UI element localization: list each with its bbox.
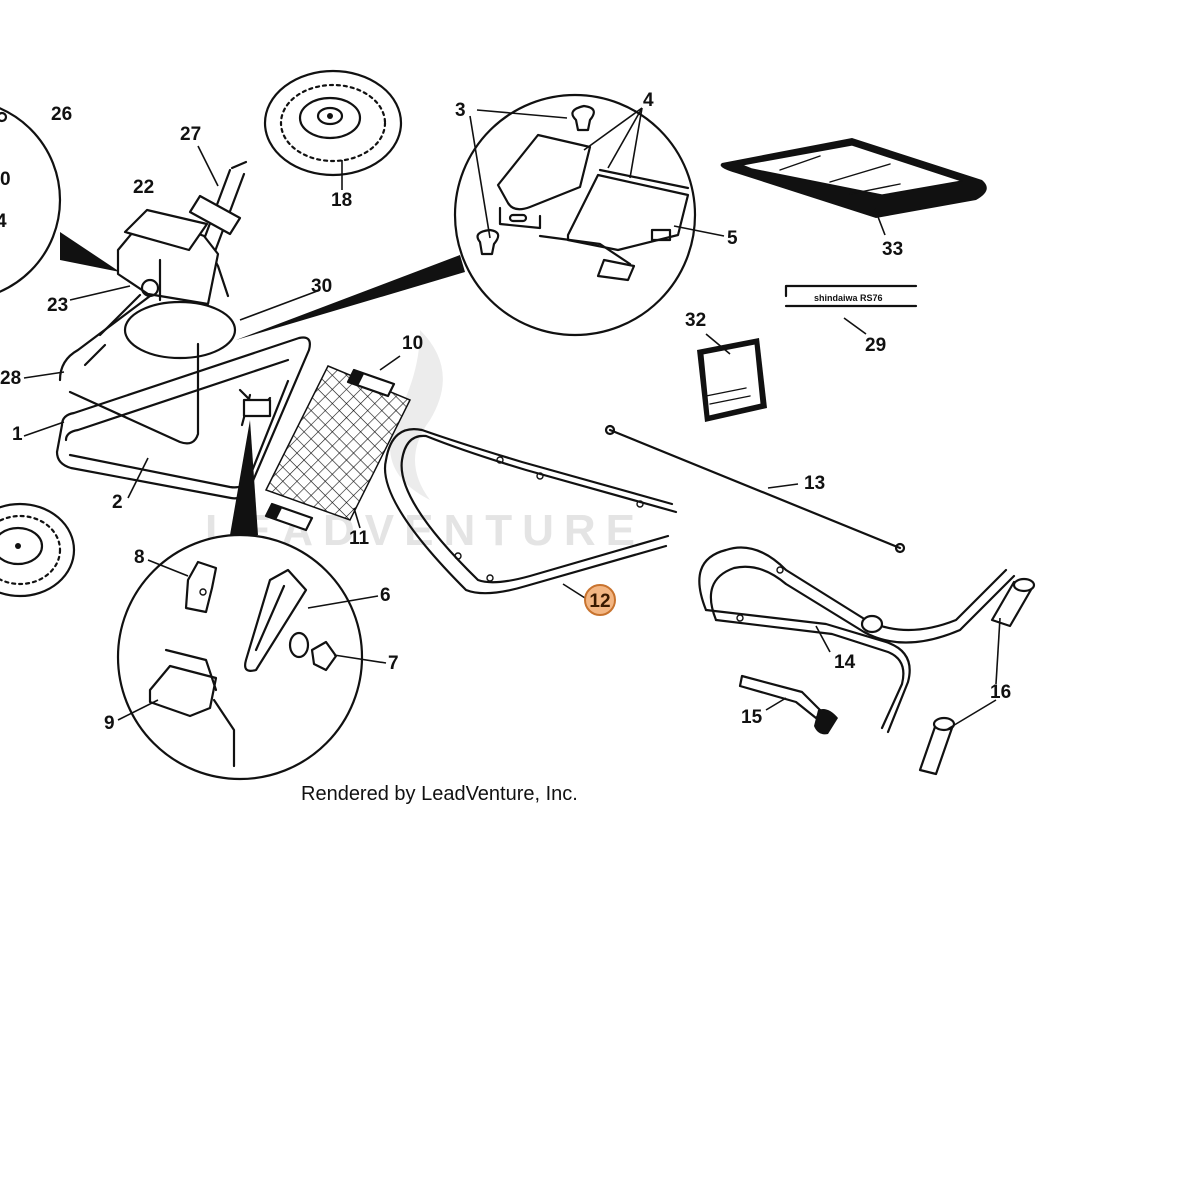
callout-0-partial: 0 [0,169,11,190]
callout-32: 32 [685,310,706,331]
callout-7: 7 [388,653,399,674]
hardware-bag-32 [697,338,767,422]
callout-29: 30 [311,276,332,297]
hotspot-part-12[interactable]: 12 [584,584,616,616]
callout-22: 22 [133,177,154,198]
callout-11: 11 [349,528,370,549]
callout-2: 2 [112,492,123,513]
callout-10: 10 [402,333,423,354]
callout-4: 4 [643,90,654,111]
callout-16: 16 [990,682,1011,703]
grips-16 [918,577,1036,776]
callout-6: 6 [380,585,391,606]
callout-23: 23 [47,295,68,316]
callout-30: 29 [865,335,886,356]
screen-11 [264,365,412,532]
callout-18: 18 [331,190,352,211]
callout-26: 26 [51,104,72,125]
callout-28: 28 [0,368,21,389]
callout-14: 14 [834,652,856,673]
detail-circle-top [453,93,697,337]
detail-circle-left [0,107,120,293]
handle-14 [698,546,1016,734]
callout-9: 9 [104,713,115,734]
decal-text: shindaiwa RS76 [814,293,883,303]
hotspot-12-label: 12 [589,591,610,612]
spreader-assembly [55,160,465,535]
leader-lines [23,107,1001,731]
callout-27: 27 [180,124,201,145]
callout-5: 5 [727,228,738,249]
callout-3: 3 [455,100,466,121]
callout-labels: 26 0 4 27 18 22 3 4 5 33 29 32 23 30 10 … [0,90,1011,734]
callout-8: 8 [134,547,145,568]
decal-30: shindaiwa RS76 [784,284,918,308]
callout-15: 15 [741,707,763,728]
detail-circle-bottom [116,533,364,781]
callout-4-partial: 4 [0,211,7,232]
callout-1: 1 [12,424,23,445]
callout-33: 33 [882,239,903,260]
rod-13 [604,424,906,554]
bag-33 [720,138,987,218]
credit-text: Rendered by LeadVenture, Inc. [301,783,578,805]
frame-12 [383,428,678,595]
lever-15 [738,674,838,735]
callout-13: 13 [804,473,825,494]
tire-left [0,502,76,598]
tire-18 [263,69,403,177]
